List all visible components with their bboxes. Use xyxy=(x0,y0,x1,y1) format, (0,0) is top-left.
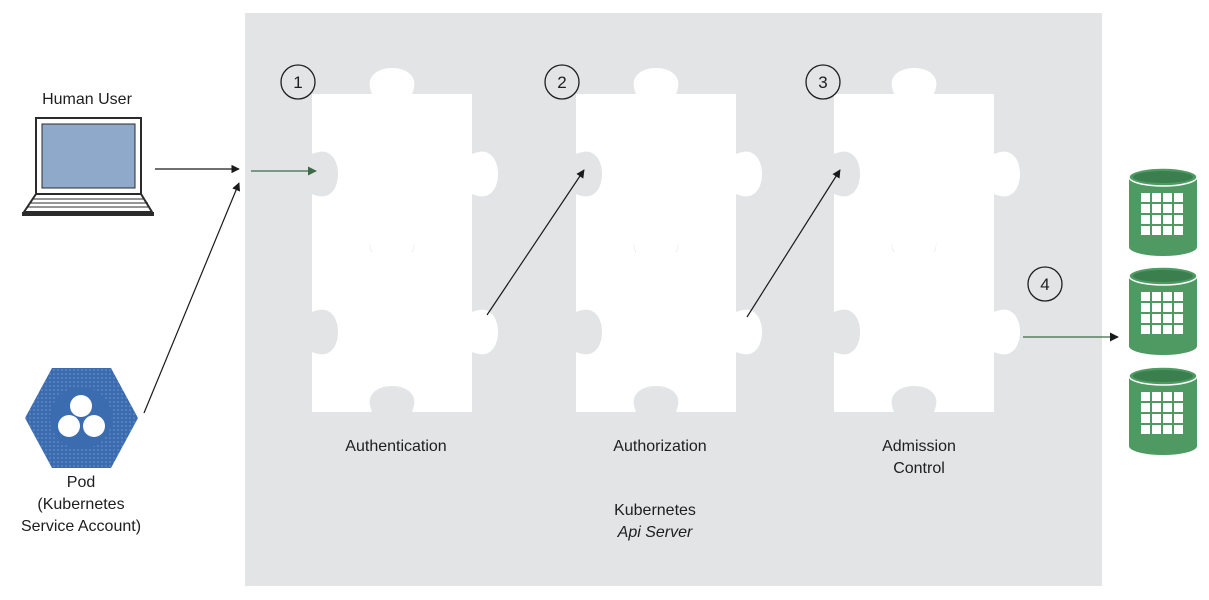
api-server-label: Kubernetes Api Server xyxy=(614,502,696,541)
puzzle-piece-icon xyxy=(576,226,762,412)
authentication-label: Authentication xyxy=(345,438,447,455)
step-marker-4: 4 xyxy=(1027,266,1063,302)
svg-text:3: 3 xyxy=(818,73,827,92)
svg-text:2: 2 xyxy=(557,73,566,92)
database-icon xyxy=(1128,366,1198,456)
human-user-label: Human User xyxy=(42,91,132,108)
pod-label: Pod (Kubernetes Service Account) xyxy=(20,474,142,535)
puzzle-piece-icon xyxy=(312,68,498,254)
svg-text:1: 1 xyxy=(293,73,302,92)
step-marker-1: 1 xyxy=(280,64,316,100)
arrow-authentication-to-authorization xyxy=(486,169,585,316)
laptop-icon xyxy=(22,117,154,216)
database-icon xyxy=(1128,266,1198,356)
pod-hexagon-icon xyxy=(25,368,138,468)
admission-control-label: Admission Control xyxy=(882,438,956,477)
svg-text:4: 4 xyxy=(1040,275,1049,294)
arrow-pod-to-server xyxy=(143,182,240,414)
arrow-authorization-to-admission xyxy=(746,169,841,318)
puzzle-piece-icon xyxy=(834,226,1020,412)
authorization-label: Authorization xyxy=(613,438,707,455)
puzzle-piece-icon xyxy=(834,68,1020,254)
step-marker-2: 2 xyxy=(544,64,580,100)
puzzle-piece-icon xyxy=(312,226,498,412)
database-icon xyxy=(1128,167,1198,257)
step-marker-3: 3 xyxy=(805,64,841,100)
puzzle-piece-icon xyxy=(576,68,762,254)
